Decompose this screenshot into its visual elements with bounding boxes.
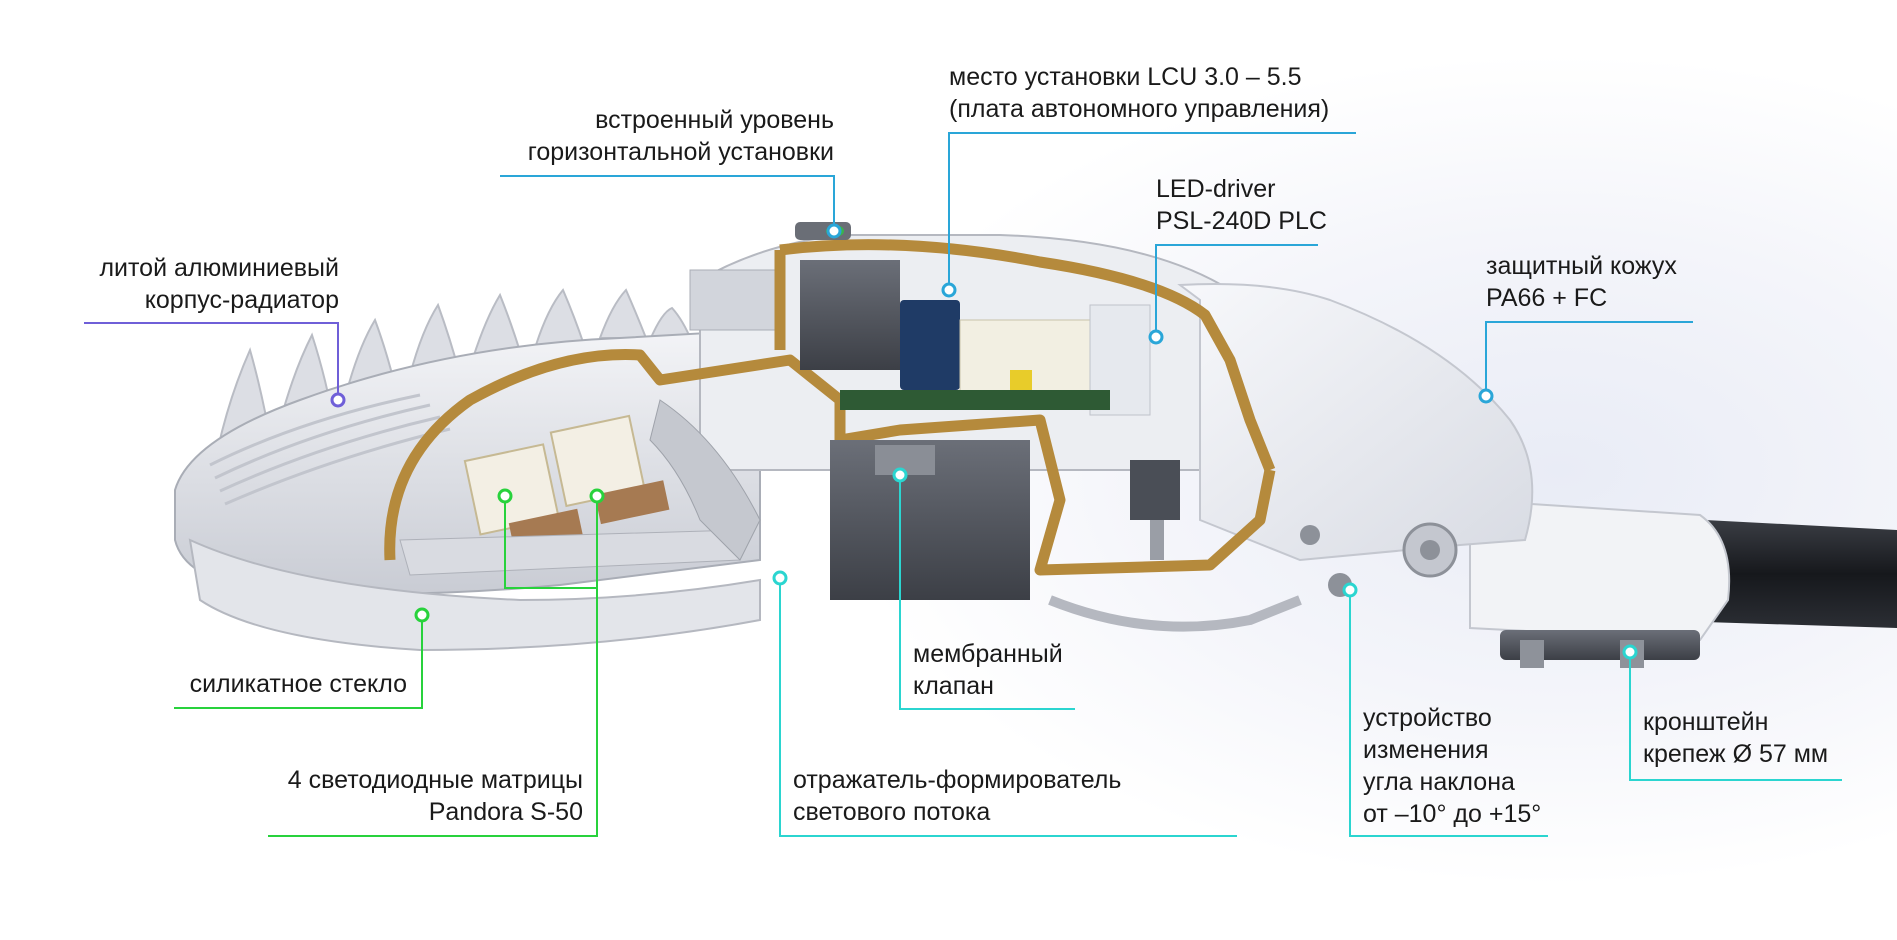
label-reflector-line-1: отражатель-формирователь [793, 766, 1122, 794]
dot-matrix-1 [497, 488, 513, 504]
label-lcu-line-1: место установки LCU 3.0 – 5.5 [949, 63, 1302, 91]
reflector [649, 399, 761, 561]
leader-housing [84, 322, 339, 400]
label-tilt-line-1: устройство [1363, 704, 1492, 732]
label-reflector-line-2: светового потока [793, 798, 991, 826]
label-matrices: 4 светодиодные матрицы Pandora S-50 [288, 764, 583, 828]
leader-lines [84, 132, 1842, 837]
dot-level [826, 223, 842, 239]
cut-section [384, 239, 1276, 576]
label-cover-line-1: защитный кожух [1486, 252, 1677, 280]
label-tilt-line-4: от –10° до +15° [1363, 800, 1542, 828]
protective-cover [1177, 283, 1534, 562]
tilt-mechanism [1048, 460, 1458, 632]
leader-lcu [948, 132, 1356, 290]
label-cover-line-2: PA66 + FC [1486, 284, 1608, 312]
leader-dots [330, 223, 1638, 660]
leader-driver [1155, 244, 1318, 337]
label-matrices-line-2: Pandora S-50 [428, 798, 583, 826]
electronics [800, 260, 1151, 416]
label-valve-line-1: мембранный [913, 640, 1063, 668]
label-level-line-1: встроенный уровень [595, 106, 834, 134]
dot-housing [330, 392, 346, 408]
label-level: встроенный уровень горизонтальной устано… [528, 104, 834, 168]
leader-bracket [1629, 652, 1842, 781]
label-glass: силикатное стекло [190, 668, 407, 700]
label-tilt: устройство изменения угла наклона от –10… [1363, 702, 1541, 830]
leader-reflector [779, 578, 1237, 837]
dot-glass [414, 607, 430, 623]
label-housing-line-2: корпус-радиатор [144, 286, 339, 314]
led-matrices [399, 414, 741, 576]
leader-glass [174, 615, 423, 709]
label-driver-line-2: PSL-240D PLC [1156, 207, 1327, 235]
dot-valve [892, 467, 908, 483]
label-tilt-line-2: изменения [1363, 736, 1489, 764]
label-housing: литой алюминиевый корпус-радиатор [99, 252, 339, 316]
label-driver-line-1: LED-driver [1156, 175, 1276, 203]
label-housing-line-1: литой алюминиевый [99, 254, 339, 282]
leader-cover [1485, 321, 1693, 396]
label-bracket-line-2: крепеж Ø 57 мм [1643, 740, 1829, 768]
leader-tilt [1349, 590, 1548, 837]
mounting-pipe [1705, 520, 1897, 628]
label-tilt-line-3: угла наклона [1363, 768, 1515, 796]
level-indicator [795, 222, 851, 240]
label-valve-line-2: клапан [913, 672, 994, 700]
dot-cover [1478, 388, 1494, 404]
label-matrices-line-1: 4 светодиодные матрицы [287, 766, 583, 794]
label-cover: защитный кожух PA66 + FC [1486, 250, 1677, 314]
label-glass-line-1: силикатное стекло [189, 670, 407, 698]
leader-valve [899, 475, 1075, 710]
label-lcu: место установки LCU 3.0 – 5.5 (плата авт… [949, 61, 1329, 125]
dot-bracket [1622, 644, 1638, 660]
membrane-valve-block [830, 440, 1030, 600]
label-level-line-2: горизонтальной установки [527, 138, 834, 166]
dot-tilt [1342, 582, 1358, 598]
leader-level [500, 175, 835, 231]
label-driver: LED-driver PSL-240D PLC [1156, 173, 1327, 237]
label-bracket: кронштейн крепеж Ø 57 мм [1643, 706, 1828, 770]
dot-lcu [941, 282, 957, 298]
label-valve: мембранный клапан [913, 638, 1063, 702]
label-lcu-line-2: (плата автономного управления) [949, 95, 1330, 123]
label-bracket-line-1: кронштейн [1643, 708, 1769, 736]
dot-driver [1148, 329, 1164, 345]
dot-matrix-2 [589, 488, 605, 504]
label-reflector: отражатель-формирователь светового поток… [793, 764, 1121, 828]
dot-reflector [772, 570, 788, 586]
